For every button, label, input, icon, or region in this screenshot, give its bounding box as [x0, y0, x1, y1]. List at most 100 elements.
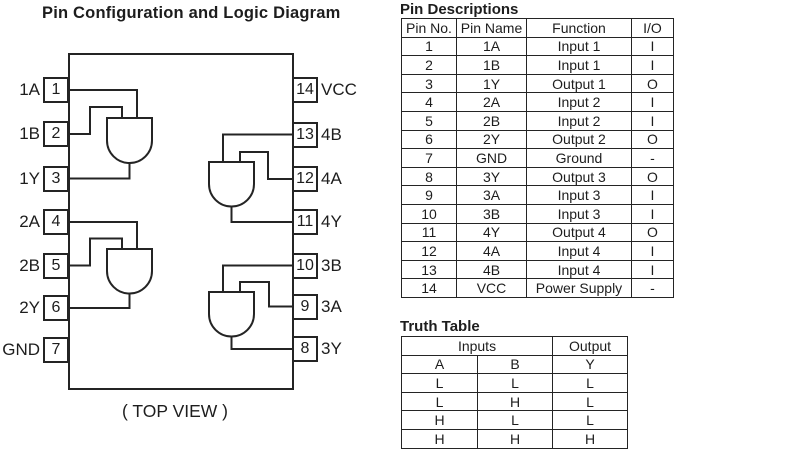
cell-pin-no: 3	[401, 73, 457, 94]
cell-pin-no: 9	[401, 185, 457, 205]
cell-io: -	[631, 278, 674, 298]
cell-pin-no: 8	[401, 166, 457, 187]
truth-table-title: Truth Table	[400, 318, 480, 335]
cell-function: Output 2	[526, 129, 632, 150]
cell-pin-name: 3A	[456, 185, 527, 205]
pin-4-number: 4	[51, 213, 61, 230]
cell-io: O	[631, 73, 674, 94]
wire-4a	[239, 151, 293, 180]
truth-output-header: Output	[552, 336, 629, 356]
cell-io: I	[631, 110, 674, 131]
pin-7-square: 7	[43, 337, 69, 363]
pin-4-square: 4	[43, 209, 69, 235]
cell-function: Output 4	[526, 222, 632, 243]
cell-pin-no: 6	[401, 129, 457, 150]
pin-3-square: 3	[43, 165, 69, 192]
wire-2a	[69, 221, 138, 249]
cell-pin-no: 2	[401, 55, 457, 75]
and-gate-4	[208, 161, 255, 208]
cell-io: I	[631, 241, 674, 261]
cell-pin-no: 11	[401, 222, 457, 243]
cell-io: I	[631, 203, 674, 224]
cell-pin-no: 5	[401, 110, 457, 131]
pin-6-label: 2Y	[19, 298, 40, 317]
cell-pin-name: 4Y	[456, 222, 527, 243]
cell-function: Power Supply	[526, 278, 632, 298]
pin-5-square: 5	[43, 252, 69, 279]
pin-1-number: 1	[51, 81, 61, 98]
cell-pin-no: 12	[401, 241, 457, 261]
pin-5-number: 5	[51, 256, 61, 274]
truth-cell: H	[401, 410, 478, 430]
wire-4b	[222, 133, 293, 162]
pin-13-square: 13	[292, 121, 318, 148]
cell-function: Input 3	[526, 185, 632, 205]
cell-function: Input 3	[526, 203, 632, 224]
cell-function: Input 1	[526, 55, 632, 75]
wire-2y	[69, 293, 131, 309]
header-function: Function	[526, 18, 632, 38]
truth-cell: H	[401, 428, 478, 449]
truth-cell: L	[552, 373, 629, 393]
truth-col-a: A	[401, 354, 478, 375]
cell-function: Input 4	[526, 259, 632, 280]
truth-cell: L	[476, 410, 554, 430]
pin-8-square: 8	[292, 336, 318, 362]
cell-pin-name: 2B	[456, 110, 527, 131]
pin-9-square: 9	[292, 293, 318, 320]
pin-14-square: 14	[292, 77, 318, 103]
pin-12-label: 4A	[321, 169, 342, 188]
truth-col-b: B	[476, 354, 554, 375]
wire-3a	[239, 281, 293, 308]
cell-function: Input 4	[526, 241, 632, 261]
cell-pin-no: 13	[401, 259, 457, 280]
pin-6-square: 6	[43, 295, 69, 321]
cell-pin-name: 1Y	[456, 73, 527, 94]
pin-8-number: 8	[300, 340, 310, 357]
cell-function: Output 3	[526, 166, 632, 187]
cell-io: I	[631, 92, 674, 112]
cell-function: Input 1	[526, 36, 632, 57]
truth-cell: L	[476, 373, 554, 393]
cell-io: I	[631, 36, 674, 57]
pin-6-number: 6	[51, 299, 61, 316]
pin-1-square: 1	[43, 77, 69, 103]
wire-1a	[69, 89, 138, 118]
cell-pin-name: 4A	[456, 241, 527, 261]
truth-cell: L	[401, 391, 478, 412]
cell-pin-no: 4	[401, 92, 457, 112]
pin-2-label: 1B	[19, 124, 40, 143]
pin-2-square: 2	[43, 121, 69, 147]
cell-pin-name: 3B	[456, 203, 527, 224]
pin-1-label: 1A	[19, 80, 40, 99]
cell-pin-name: 2A	[456, 92, 527, 112]
pin-13-label: 4B	[321, 124, 342, 144]
cell-function: Ground	[526, 148, 632, 168]
pin-14-label: VCC	[321, 80, 357, 99]
and-gate-3	[208, 291, 255, 338]
pin-7-label: GND	[2, 340, 40, 359]
pin-13-number: 13	[296, 125, 314, 143]
and-gate-2	[106, 248, 153, 295]
header-row: Pin No. Pin Name Function I/O	[401, 18, 674, 38]
cell-io: O	[631, 166, 674, 187]
cell-function: Input 2	[526, 110, 632, 131]
cell-io: O	[631, 222, 674, 243]
truth-cell: H	[552, 428, 629, 449]
pin-descriptions-title: Pin Descriptions	[400, 1, 519, 18]
